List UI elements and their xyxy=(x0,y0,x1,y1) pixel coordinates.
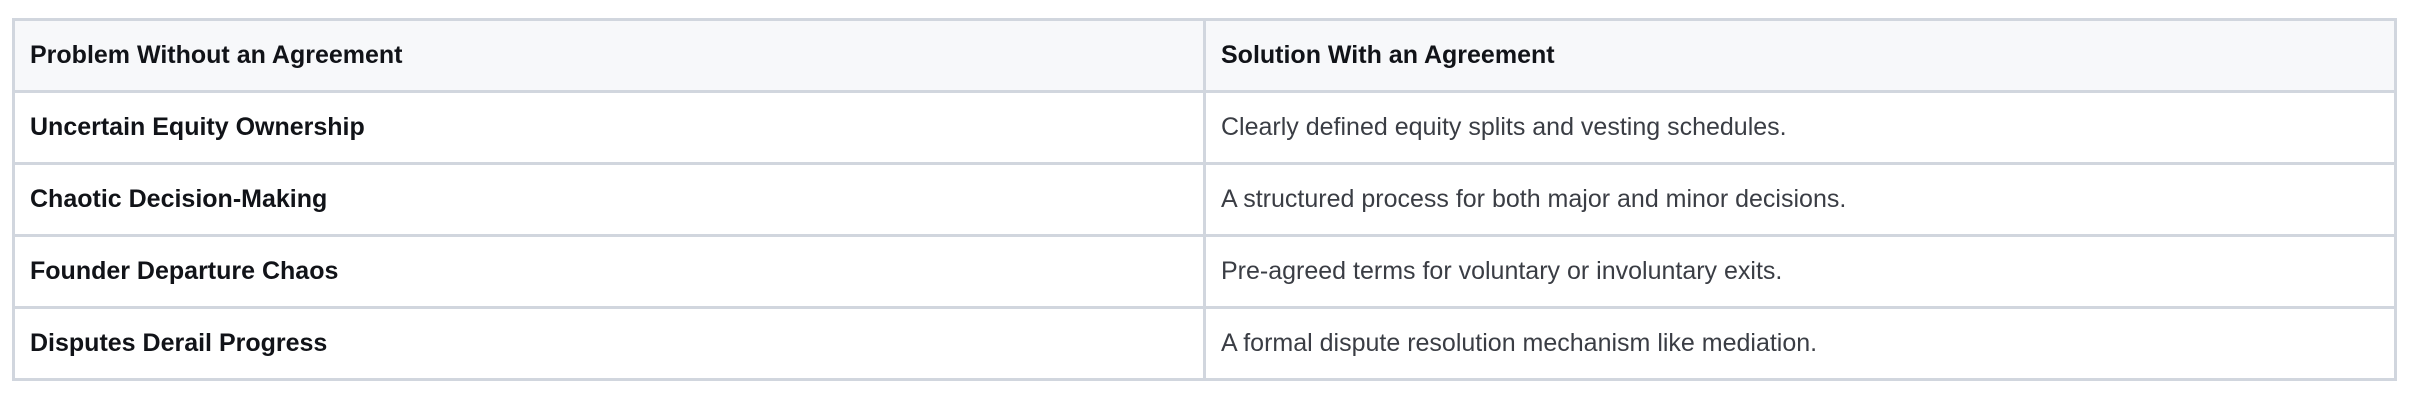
header-problem: Problem Without an Agreement xyxy=(12,18,1206,93)
problem-cell: Chaotic Decision-Making xyxy=(12,162,1206,237)
table-row: Uncertain Equity Ownership Clearly defin… xyxy=(12,90,2397,165)
table-row: Founder Departure Chaos Pre-agreed terms… xyxy=(12,234,2397,309)
comparison-table-container: Problem Without an Agreement Solution Wi… xyxy=(12,18,2397,381)
table-row: Chaotic Decision-Making A structured pro… xyxy=(12,162,2397,237)
solution-cell: A formal dispute resolution mechanism li… xyxy=(1203,306,2397,381)
problem-cell: Disputes Derail Progress xyxy=(12,306,1206,381)
table-row: Disputes Derail Progress A formal disput… xyxy=(12,306,2397,381)
header-row: Problem Without an Agreement Solution Wi… xyxy=(12,18,2397,93)
problem-cell: Uncertain Equity Ownership xyxy=(12,90,1206,165)
table-header: Problem Without an Agreement Solution Wi… xyxy=(12,18,2397,93)
solution-cell: A structured process for both major and … xyxy=(1203,162,2397,237)
solution-cell: Clearly defined equity splits and vestin… xyxy=(1203,90,2397,165)
header-solution: Solution With an Agreement xyxy=(1203,18,2397,93)
solution-cell: Pre-agreed terms for voluntary or involu… xyxy=(1203,234,2397,309)
comparison-table: Problem Without an Agreement Solution Wi… xyxy=(12,18,2397,381)
problem-cell: Founder Departure Chaos xyxy=(12,234,1206,309)
table-body: Uncertain Equity Ownership Clearly defin… xyxy=(12,90,2397,381)
